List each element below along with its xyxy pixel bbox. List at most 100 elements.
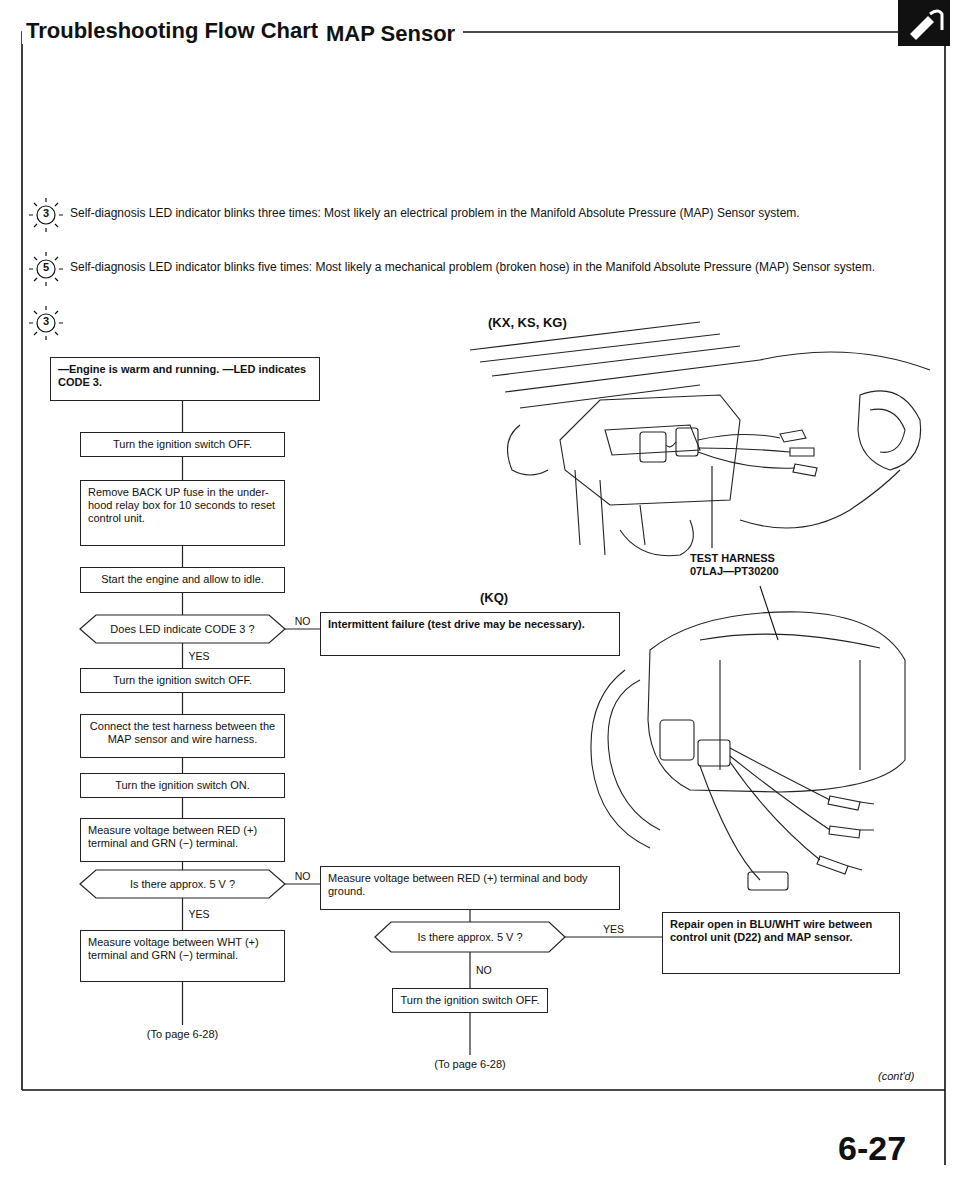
part-label: TEST HARNESS 07LAJ—PT30200	[690, 552, 800, 578]
number-icon	[37, 260, 55, 278]
continuation-line	[182, 982, 183, 1025]
icon-hose	[930, 11, 942, 30]
variant-label: (KQ)	[480, 590, 508, 606]
process-box: Measure voltage between RED (+) terminal…	[80, 818, 285, 862]
map-sensor	[660, 720, 694, 760]
flow-line	[182, 457, 183, 480]
harness-connector	[698, 740, 730, 766]
frame-line	[22, 1089, 945, 1091]
branch-label: YES	[187, 908, 212, 920]
fuel-icon	[898, 0, 950, 46]
callout-number: 3	[39, 315, 53, 328]
decision-diamond	[375, 922, 565, 952]
air-cleaner-sketch	[700, 634, 880, 770]
engine-bay-sketch	[575, 470, 645, 555]
node-text: Measure voltage between RED (+) terminal…	[328, 872, 612, 898]
callout-number: 3	[39, 207, 53, 220]
node-text: Measure voltage between WHT (+) terminal…	[88, 936, 277, 962]
number-icon	[29, 198, 63, 340]
engine-bay-sketch	[858, 391, 921, 470]
decision-diamond: Does LED indicate CODE 3 ?	[80, 615, 285, 643]
node-text: Turn the ignition switch OFF.	[400, 994, 540, 1007]
node-text: —Engine is warm and running. —LED indica…	[58, 363, 312, 389]
process-box: Turn the ignition switch OFF.	[80, 432, 285, 457]
process-box: Measure voltage between WHT (+) terminal…	[80, 930, 285, 982]
flow-line	[285, 628, 320, 629]
node-text: Measure voltage between RED (+) terminal…	[88, 824, 277, 850]
air-cleaner-sketch	[591, 612, 905, 890]
flow-line	[182, 862, 183, 870]
branch-label: YES	[601, 923, 626, 935]
harness-connector	[676, 428, 698, 456]
node-text: Is there approx. 5 V ?	[417, 931, 522, 944]
continued-note: (cont'd)	[878, 1070, 914, 1083]
icon-ground	[898, 0, 950, 46]
flow-line	[469, 910, 470, 922]
decision-diamond	[80, 615, 285, 643]
flow-line	[182, 643, 183, 668]
flow-line	[182, 758, 183, 773]
condition-box: —Engine is warm and running. —LED indica…	[50, 357, 320, 401]
decision-diamond	[80, 870, 285, 898]
process-box: Remove BACK UP fuse in the under-hood re…	[80, 480, 285, 546]
flow-line	[182, 546, 183, 567]
decision-diamond: Is there approx. 5 V ?	[375, 922, 565, 952]
page-subtitle: MAP Sensor	[318, 21, 463, 47]
chart-title: Troubleshooting Flow Chart	[22, 18, 326, 44]
flow-line	[182, 401, 183, 432]
diamond-outline	[375, 922, 565, 952]
branch-label: NO	[474, 964, 494, 976]
leader-line	[711, 466, 712, 548]
node-text: Remove BACK UP fuse in the under-hood re…	[88, 486, 277, 525]
decision-diamond: Is there approx. 5 V ?	[80, 870, 285, 898]
callout-number: 5	[39, 261, 53, 274]
process-box: Turn the ignition switch ON.	[80, 773, 285, 798]
page-number: 6-27	[838, 1128, 906, 1169]
flow-line	[182, 593, 183, 615]
result-box: Repair open in BLU/WHT wire between cont…	[662, 912, 900, 974]
flow-line	[182, 898, 183, 930]
node-text: Connect the test harness between the MAP…	[88, 720, 277, 746]
node-text: Does LED indicate CODE 3 ?	[110, 623, 254, 636]
node-text: Turn the ignition switch ON.	[88, 779, 277, 792]
diamond-outline	[80, 615, 285, 643]
engine-bay-sketch	[620, 520, 693, 556]
air-cleaner-housing	[648, 612, 905, 792]
continuation-line	[469, 1013, 470, 1055]
node-text: Turn the ignition switch OFF.	[88, 438, 277, 451]
leader-line	[712, 466, 778, 640]
harness-plug	[748, 872, 788, 890]
number-icon	[37, 206, 55, 224]
variant-label: (KX, KS, KG)	[488, 315, 567, 331]
hose	[591, 670, 660, 848]
air-cleaner-sketch	[848, 802, 874, 870]
frame-line	[22, 32, 945, 1165]
page-frame	[22, 32, 945, 1165]
number-icon	[37, 314, 55, 332]
node-text: Start the engine and allow to idle.	[88, 573, 277, 586]
diamond-outline	[80, 870, 285, 898]
icon-nozzle	[910, 16, 934, 40]
branch-label: YES	[187, 650, 212, 662]
note-text: Self-diagnosis LED indicator blinks five…	[70, 260, 920, 274]
engine-bay-sketch	[605, 425, 700, 455]
node-text: Intermittent failure (test drive may be …	[328, 618, 612, 631]
process-box: Start the engine and allow to idle.	[80, 567, 285, 593]
flow-line	[285, 883, 320, 884]
number-icon	[29, 198, 63, 232]
note-text: Self-diagnosis LED indicator blinks thre…	[70, 206, 920, 220]
engine-bay-sketch	[470, 322, 930, 556]
engine-bay-sketch	[740, 352, 930, 528]
node-text: Repair open in BLU/WHT wire between cont…	[670, 918, 892, 944]
engine-bay-sketch	[666, 434, 795, 468]
flow-line	[182, 798, 183, 818]
engine-bay-sketch	[508, 425, 549, 475]
flow-line	[469, 952, 470, 988]
alligator-clip	[817, 796, 860, 874]
process-box: Turn the ignition switch OFF.	[80, 668, 285, 693]
number-icon	[29, 306, 63, 340]
